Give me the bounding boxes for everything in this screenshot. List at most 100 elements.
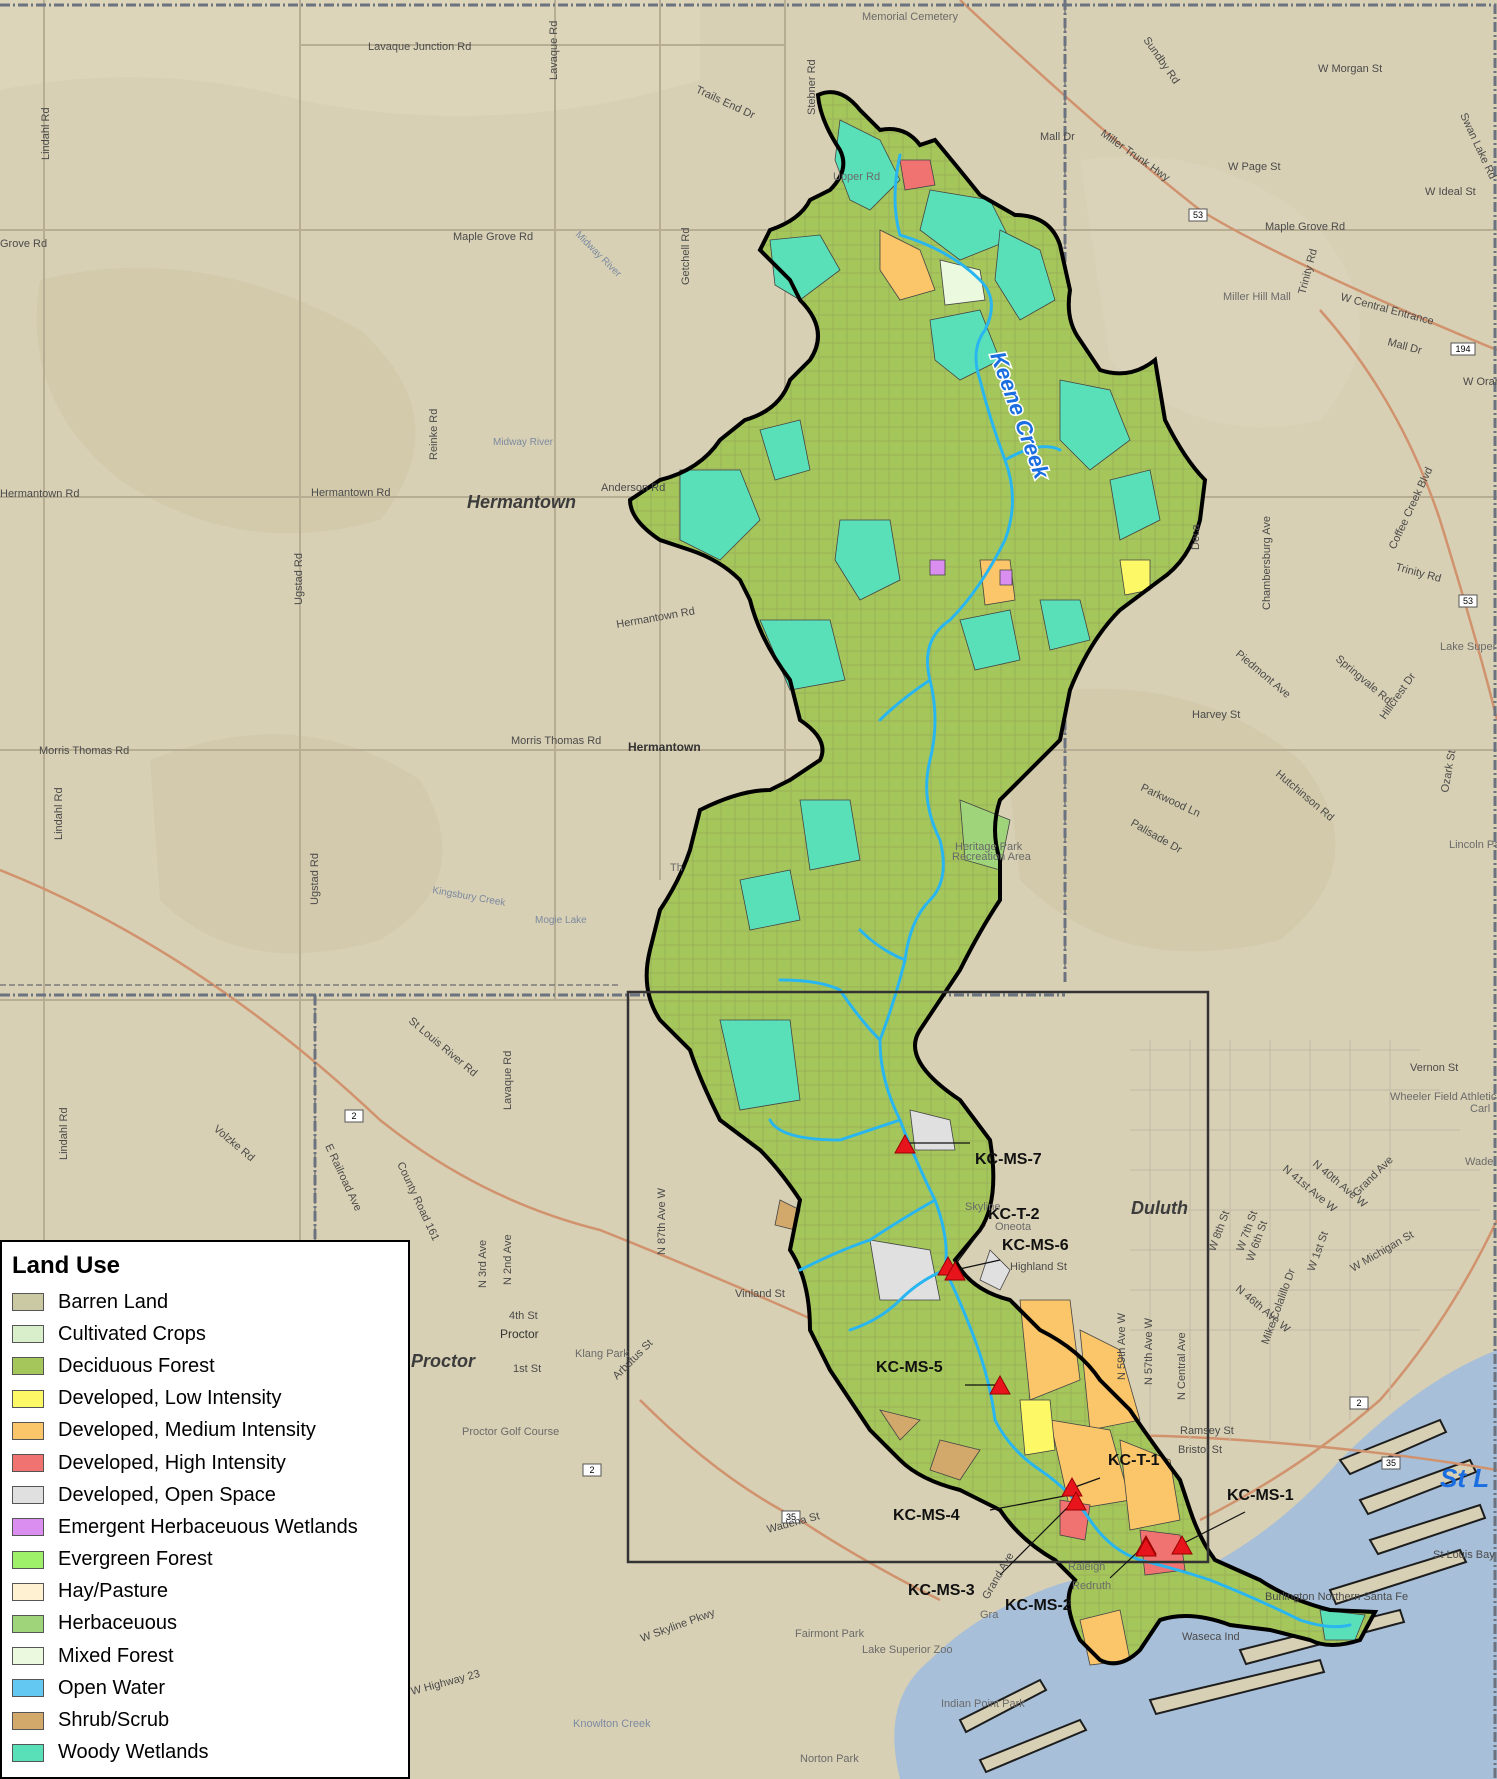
legend-label: Hay/Pasture bbox=[58, 1580, 169, 1603]
terrain-shading bbox=[0, 0, 1360, 954]
road-label: Mall Dr bbox=[1040, 131, 1075, 143]
legend-swatch bbox=[12, 1518, 44, 1537]
road-label: Grove Rd bbox=[0, 238, 47, 250]
feature-label: Miller Hill Mall bbox=[1223, 291, 1291, 303]
legend-label: Developed, Open Space bbox=[58, 1483, 276, 1506]
feature-label: Skyline bbox=[965, 1201, 1000, 1213]
zoom-extent-box bbox=[626, 990, 1210, 1564]
feature-label: Wheeler Field Athletic Complex bbox=[1390, 1091, 1497, 1103]
legend-swatch bbox=[12, 1421, 44, 1440]
feature-label: Recreation Area bbox=[952, 851, 1032, 863]
route-shield: 194 bbox=[1455, 344, 1470, 354]
site-label-kc-ms-4: KC-MS-4 bbox=[893, 1507, 960, 1524]
watershed-boundary bbox=[627, 90, 1379, 1666]
site-marker-kc-ms-1[interactable] bbox=[1171, 1534, 1193, 1555]
feature-label: Fairmont Park bbox=[795, 1628, 865, 1640]
road-label: Stebner Rd bbox=[806, 59, 818, 115]
legend-label: Herbaceuous bbox=[58, 1612, 177, 1635]
legend-item: Shrub/Scrub bbox=[12, 1704, 408, 1736]
route-shield: 35 bbox=[786, 1512, 796, 1522]
legend-label: Deciduous Forest bbox=[58, 1354, 215, 1377]
road-label: Knowlton Creek bbox=[573, 1718, 651, 1730]
legend-swatch bbox=[12, 1743, 44, 1762]
road-label: Waseca Ind bbox=[1182, 1631, 1240, 1643]
watershed-landuse-fill bbox=[630, 92, 1375, 1664]
legend-label: Developed, Low Intensity bbox=[58, 1387, 282, 1410]
site-marker-kc-ms-2[interactable] bbox=[1135, 1536, 1157, 1557]
site-marker-kc-ms-4[interactable] bbox=[1065, 1490, 1087, 1511]
road-label: W Orange bbox=[1463, 376, 1497, 388]
route-shield: 2 bbox=[351, 1111, 356, 1121]
legend-item: Woody Wetlands bbox=[12, 1737, 408, 1769]
road-label: Ramsey St bbox=[1180, 1425, 1234, 1437]
road-label: Mogie Lake bbox=[535, 915, 587, 926]
feature-label: Norton Park bbox=[800, 1753, 859, 1765]
feature-labels: Miller Hill Mall Lake Superior College L… bbox=[462, 11, 1497, 1765]
feature-label: Wade Municipal Stadium bbox=[1465, 1156, 1497, 1168]
road-label: N Central Ave bbox=[1176, 1332, 1188, 1400]
road-label: Vinland St bbox=[735, 1288, 785, 1300]
site-marker-kc-ms-7[interactable] bbox=[894, 1133, 916, 1154]
legend-swatch bbox=[12, 1647, 44, 1666]
legend-item: Herbaceuous bbox=[12, 1608, 408, 1640]
place-label-hermantown: Hermantown bbox=[467, 492, 576, 512]
road-label: W Morgan St bbox=[1318, 63, 1382, 75]
legend-swatch bbox=[12, 1357, 44, 1376]
legend-item: Developed, Medium Intensity bbox=[12, 1415, 408, 1447]
feature-label: Proctor bbox=[500, 1327, 539, 1341]
legend-item: Developed, High Intensity bbox=[12, 1447, 408, 1479]
feature-label: Carl bbox=[1470, 1103, 1490, 1115]
feature-label: Memorial Cemetery bbox=[862, 11, 958, 23]
road-label: 1st St bbox=[513, 1363, 541, 1375]
route-shield: 53 bbox=[1193, 210, 1203, 220]
road-label: N 57th Ave W bbox=[1143, 1317, 1155, 1385]
legend-item: Hay/Pasture bbox=[12, 1576, 408, 1608]
feature-label: Heritage Park bbox=[955, 841, 1023, 853]
site-marker-kc-ms-6[interactable] bbox=[944, 1260, 966, 1281]
route-shields: 53 53 194 2 2 35 35 2 bbox=[344, 208, 1478, 1524]
keene-creek-streams bbox=[768, 153, 1352, 1629]
legend-label: Evergreen Forest bbox=[58, 1548, 213, 1571]
road-label: St Louis Bay bbox=[1433, 1549, 1495, 1561]
road-label: Lavaque Rd bbox=[502, 1051, 514, 1110]
feature-label: Th bbox=[670, 862, 683, 874]
legend-label: Developed, High Intensity bbox=[58, 1451, 286, 1474]
road-label: Lavaque Rd bbox=[548, 21, 560, 80]
legend-swatch bbox=[12, 1293, 44, 1312]
road-label: Morris Thomas Rd bbox=[39, 745, 129, 757]
road-label: Midway River bbox=[493, 437, 554, 448]
route-shield: 2 bbox=[1356, 1398, 1361, 1408]
legend-item: Deciduous Forest bbox=[12, 1350, 408, 1382]
legend-swatch bbox=[12, 1711, 44, 1730]
site-marker-kc-ms-5[interactable] bbox=[989, 1374, 1011, 1395]
road-label: Maple Grove Rd bbox=[1265, 221, 1345, 233]
site-label-kc-ms-1: KC-MS-1 bbox=[1227, 1487, 1294, 1504]
road-label: N 3rd Ave bbox=[477, 1240, 489, 1288]
legend-swatch bbox=[12, 1389, 44, 1408]
feature-label: Raleigh bbox=[1068, 1561, 1105, 1573]
road-label: Lavaque Junction Rd bbox=[368, 41, 471, 53]
legend-item: Barren Land bbox=[12, 1286, 408, 1318]
site-label-kc-ms-2: KC-MS-2 bbox=[1005, 1597, 1072, 1614]
road-label: Chambersburg Ave bbox=[1261, 516, 1273, 610]
feature-label: Indian Point Park bbox=[941, 1698, 1025, 1710]
road-label: Ugstad Rd bbox=[293, 553, 305, 605]
legend-item: Mixed Forest bbox=[12, 1640, 408, 1672]
feature-label: Gra bbox=[980, 1609, 999, 1621]
road-label: Ugstad Rd bbox=[309, 853, 321, 905]
road-label: Morris Thomas Rd bbox=[511, 735, 601, 747]
site-marker-kc-t-1[interactable] bbox=[1061, 1476, 1083, 1497]
legend-item: Emergent Herbaceuous Wetlands bbox=[12, 1511, 408, 1543]
feature-label: Oneota bbox=[995, 1221, 1032, 1233]
road-label: W Page St bbox=[1228, 161, 1281, 173]
place-label-duluth: Duluth bbox=[1131, 1198, 1188, 1218]
feature-label: Lincoln Park bbox=[1449, 839, 1497, 851]
road-label: Getchell Rd bbox=[680, 228, 692, 285]
legend-item: Developed, Open Space bbox=[12, 1479, 408, 1511]
feature-label: Klang Park bbox=[575, 1348, 629, 1360]
road-label: N 87th Ave W bbox=[656, 1187, 668, 1255]
road-label: Lindahl Rd bbox=[40, 107, 52, 160]
legend-item: Open Water bbox=[12, 1672, 408, 1704]
